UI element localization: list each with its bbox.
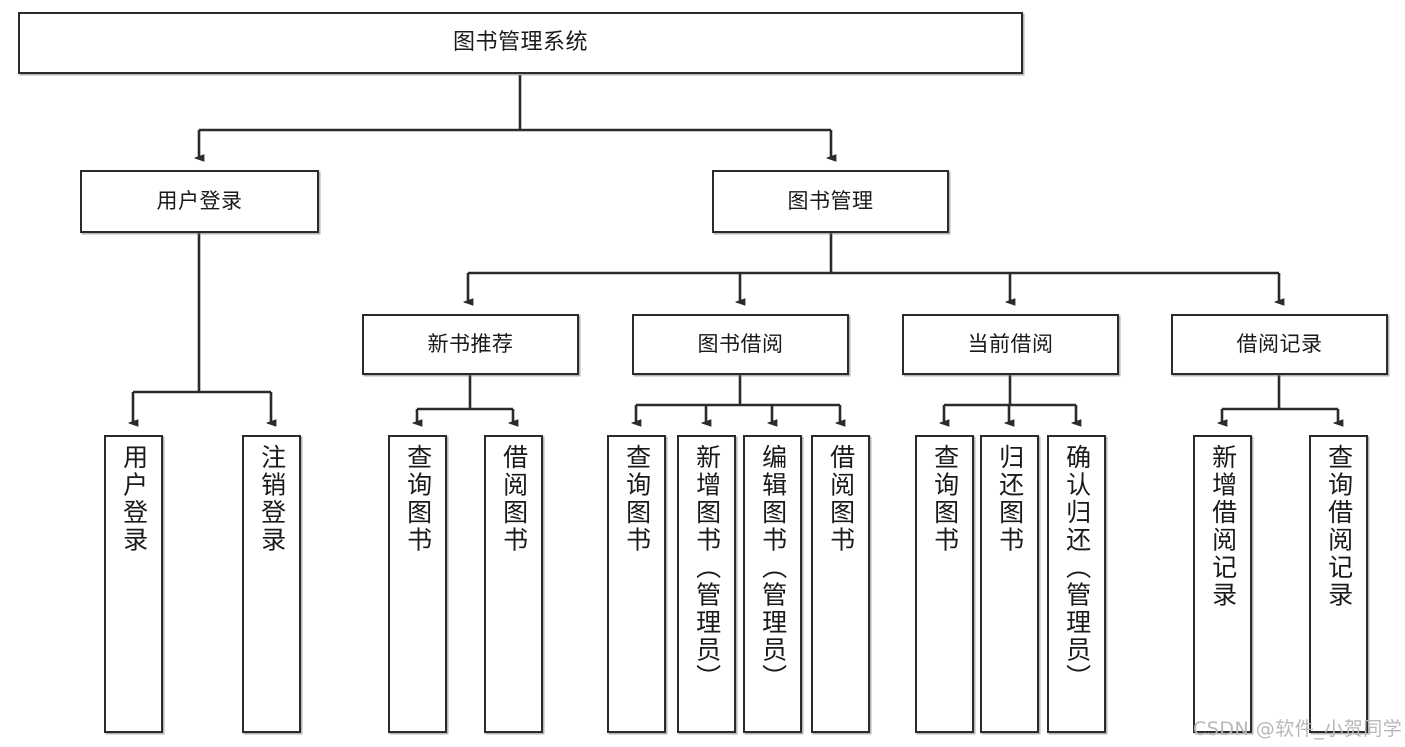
node-leaf-add-book-label: 新增图书（管理员） xyxy=(692,444,722,692)
node-book-manage-label: 图书管理 xyxy=(787,188,874,213)
node-borrow-record[interactable]: 借阅记录 xyxy=(1171,314,1388,375)
node-leaf-add-record-label: 新增借阅记录 xyxy=(1208,444,1238,609)
node-leaf-query-record[interactable]: 查询借阅记录 xyxy=(1309,435,1368,733)
node-leaf-return-book-label: 归还图书 xyxy=(995,444,1025,554)
node-leaf-logout-login[interactable]: 注销登录 xyxy=(242,435,301,733)
node-root[interactable]: 图书管理系统 xyxy=(18,12,1023,74)
node-leaf-query-book-2-label: 查询图书 xyxy=(622,444,652,554)
node-user-login[interactable]: 用户登录 xyxy=(80,170,319,233)
node-leaf-borrow-book-2-label: 借阅图书 xyxy=(826,444,856,554)
node-book-manage[interactable]: 图书管理 xyxy=(712,170,949,233)
node-new-book-recommend[interactable]: 新书推荐 xyxy=(362,314,579,375)
node-book-borrow[interactable]: 图书借阅 xyxy=(632,314,849,375)
node-book-borrow-label: 图书借阅 xyxy=(697,331,784,356)
node-leaf-confirm-return[interactable]: 确认归还（管理员） xyxy=(1047,435,1106,733)
node-leaf-query-book-3-label: 查询图书 xyxy=(930,444,960,554)
node-new-book-recommend-label: 新书推荐 xyxy=(427,331,514,356)
node-leaf-query-book-1[interactable]: 查询图书 xyxy=(388,435,447,733)
node-leaf-user-login-label: 用户登录 xyxy=(119,444,149,554)
node-leaf-query-book-1-label: 查询图书 xyxy=(403,444,433,554)
node-leaf-add-record[interactable]: 新增借阅记录 xyxy=(1193,435,1252,733)
node-borrow-record-label: 借阅记录 xyxy=(1236,331,1323,356)
node-leaf-user-login[interactable]: 用户登录 xyxy=(104,435,163,733)
node-leaf-logout-login-label: 注销登录 xyxy=(257,444,287,554)
node-leaf-borrow-book-1-label: 借阅图书 xyxy=(499,444,529,554)
node-leaf-borrow-book-2[interactable]: 借阅图书 xyxy=(811,435,870,733)
node-leaf-confirm-return-label: 确认归还（管理员） xyxy=(1062,444,1092,692)
node-leaf-borrow-book-1[interactable]: 借阅图书 xyxy=(484,435,543,733)
node-leaf-edit-book-label: 编辑图书（管理员） xyxy=(758,444,788,692)
node-user-login-label: 用户登录 xyxy=(156,188,243,213)
node-current-borrow-label: 当前借阅 xyxy=(967,331,1054,356)
node-leaf-add-book[interactable]: 新增图书（管理员） xyxy=(677,435,736,733)
node-leaf-return-book[interactable]: 归还图书 xyxy=(980,435,1039,733)
node-current-borrow[interactable]: 当前借阅 xyxy=(902,314,1119,375)
node-leaf-query-record-label: 查询借阅记录 xyxy=(1324,444,1354,609)
node-leaf-query-book-3[interactable]: 查询图书 xyxy=(915,435,974,733)
node-root-label: 图书管理系统 xyxy=(452,29,588,55)
node-leaf-edit-book[interactable]: 编辑图书（管理员） xyxy=(743,435,802,733)
node-leaf-query-book-2[interactable]: 查询图书 xyxy=(607,435,666,733)
